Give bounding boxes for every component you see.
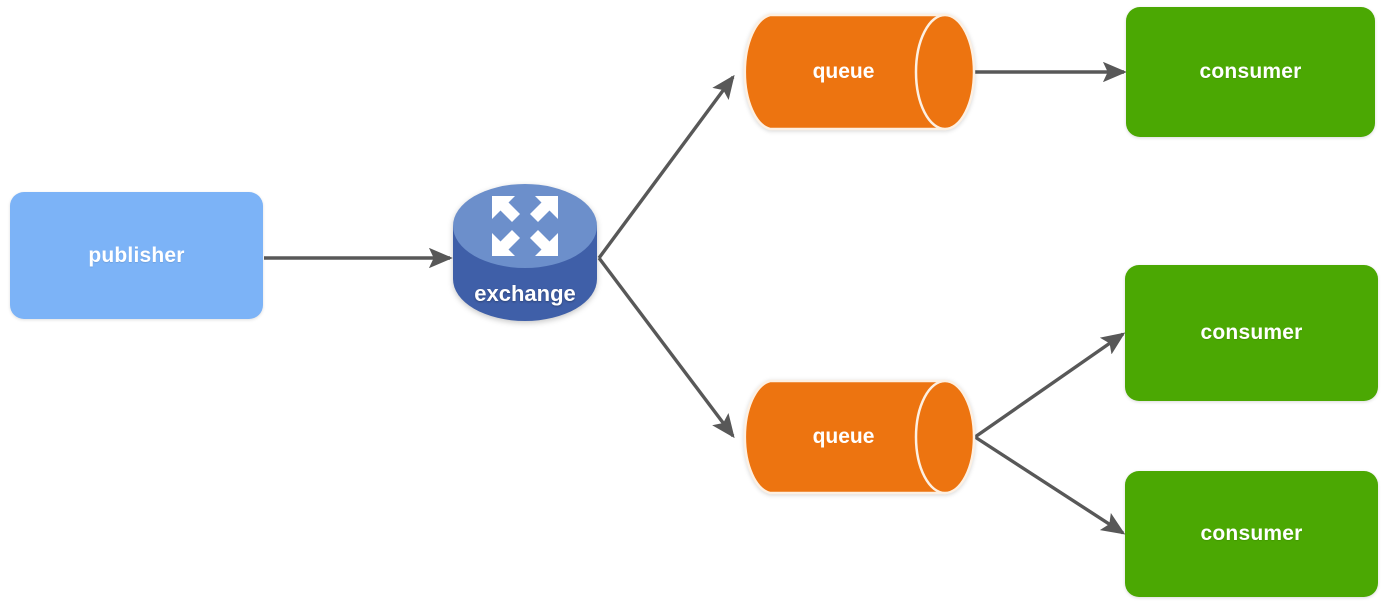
node-consumer-middle[interactable]: consumer (1125, 265, 1378, 401)
exchange-cylinder-shape (453, 184, 597, 321)
node-consumer-bottom[interactable]: consumer (1125, 471, 1378, 597)
consumer-bottom-label: consumer (1200, 522, 1303, 545)
router-four-arrows-icon (492, 196, 558, 256)
node-queue-bottom[interactable]: queue (740, 379, 976, 495)
node-exchange[interactable]: exchange (452, 184, 598, 321)
publisher-label: publisher (88, 243, 185, 267)
queue-cylinder-shape (743, 13, 976, 131)
edge-queue-bottom-to-consumer-middle (974, 332, 1126, 439)
node-queue-top[interactable]: queue (740, 13, 976, 131)
edge-queue-bottom-to-consumer-bottom (974, 435, 1126, 535)
node-publisher[interactable]: publisher (10, 192, 263, 319)
queue-cylinder-shape (743, 379, 976, 495)
node-consumer-top[interactable]: consumer (1126, 7, 1375, 137)
consumer-middle-label: consumer (1200, 321, 1303, 344)
consumer-top-label: consumer (1199, 60, 1302, 83)
edge-exchange-to-queue-top (597, 74, 735, 260)
edge-exchange-to-queue-bottom (597, 256, 735, 439)
